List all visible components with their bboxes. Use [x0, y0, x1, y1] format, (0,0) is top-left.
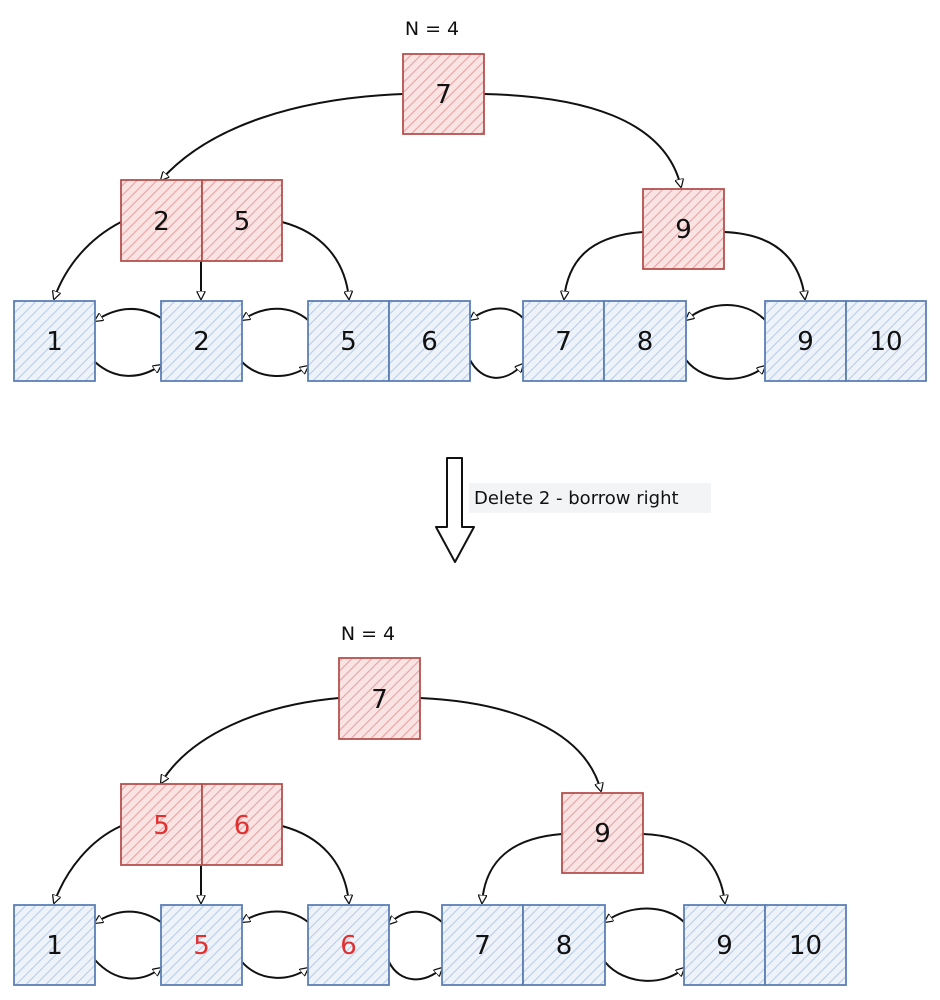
root-key-cell [338, 657, 421, 740]
internal-key-text: 2 [153, 207, 170, 237]
root-node: 7 [338, 657, 421, 740]
leaf-key-text: 9 [716, 931, 733, 961]
leaf-key-cell [845, 300, 927, 382]
root-key-text: 7 [371, 685, 388, 715]
leaf-key-cell [764, 300, 847, 382]
link-leaf1-to-leaf2 [94, 959, 161, 980]
link-leaf2-to-leaf1 [95, 910, 162, 923]
internal-key-cell [120, 179, 203, 262]
link-leaf1-to-leaf2 [94, 361, 161, 377]
leaf-key-cell [160, 300, 243, 382]
link-leaf5-to-leaf4 [686, 304, 766, 320]
leaf-node-4: 7 8 [522, 300, 687, 382]
leaf-key-text-highlighted: 5 [193, 931, 210, 961]
leaf-key-text: 5 [340, 327, 357, 357]
link-leaf3-to-leaf4 [469, 359, 523, 379]
operation-label-background [469, 483, 711, 513]
internal-key-text: 9 [594, 819, 611, 849]
leaf-node-5: 9 10 [764, 300, 927, 382]
leaf-node-2: 5 [160, 904, 243, 986]
edge-root-to-left-internal [161, 93, 404, 180]
edge-root-to-right-internal [483, 93, 681, 187]
edge-internal-9-to-leaf-7-8 [482, 833, 563, 903]
leaf-key-cell [13, 300, 96, 382]
internal-key-cell [642, 188, 725, 270]
link-leaf5-to-leaf4 [605, 907, 685, 923]
root-key-text: 7 [435, 80, 452, 110]
leaf-key-cell [683, 904, 766, 986]
edge-internal-9-to-leaf-9-10 [723, 231, 805, 299]
after-tree: N = 4 7 5 6 9 [13, 623, 847, 986]
edge-internal-9-to-leaf-7-8 [564, 231, 644, 299]
link-leaf2-to-leaf1 [95, 307, 162, 321]
link-leaf4-to-leaf5 [685, 359, 765, 380]
operation-indicator: Delete 2 - borrow right [435, 457, 711, 563]
edge-internal-5-to-leaf-5-6 [281, 221, 349, 299]
leaf-node-5: 9 10 [683, 904, 847, 986]
link-leaf2-to-leaf3 [241, 961, 308, 979]
edge-internal-6-to-leaf-6 [281, 825, 349, 903]
leaf-key-cell [388, 300, 471, 382]
edge-internal-9-to-leaf-9-10 [642, 833, 725, 903]
link-leaf2-to-leaf3 [241, 361, 308, 378]
internal-key-text-highlighted: 5 [153, 811, 170, 841]
leaf-node-1: 1 [13, 904, 96, 986]
internal-key-cell [561, 792, 644, 874]
internal-key-text-highlighted: 6 [234, 811, 251, 841]
leaf-key-cell [522, 904, 606, 986]
leaf-key-text: 1 [46, 327, 63, 357]
link-leaf4-to-leaf5 [604, 961, 684, 982]
leaf-node-3: 6 [307, 904, 390, 986]
link-leaf3-to-leaf4 [388, 961, 442, 981]
edge-internal-5-to-leaf-1 [54, 825, 122, 903]
leaf-key-text: 2 [193, 327, 210, 357]
down-arrow-icon [435, 457, 475, 563]
operation-label: Delete 2 - borrow right [474, 488, 679, 509]
link-leaf4-to-leaf3 [470, 307, 524, 320]
link-leaf3-to-leaf2 [242, 910, 309, 923]
leaf-key-cell [160, 904, 243, 986]
leaf-key-cell [441, 904, 524, 986]
edge-root-to-right-internal [419, 697, 601, 791]
leaf-node-4: 7 8 [441, 904, 606, 986]
root-key-cell [402, 53, 485, 135]
internal-node-right: 9 [642, 188, 725, 270]
leaf-key-cell [522, 300, 605, 382]
leaf-key-cell [764, 904, 847, 986]
leaf-key-cell [307, 904, 390, 986]
leaf-key-text: 8 [637, 327, 654, 357]
leaf-node-2: 2 [160, 300, 243, 382]
internal-key-cell [201, 783, 283, 866]
leaf-key-text: 1 [46, 931, 63, 961]
edge-root-to-left-internal [161, 697, 340, 783]
leaf-key-text: 7 [555, 327, 572, 357]
internal-key-text: 9 [675, 215, 692, 245]
before-n-label: N = 4 [405, 18, 459, 40]
link-leaf4-to-leaf3 [389, 910, 443, 924]
leaf-key-text: 7 [474, 931, 491, 961]
leaf-node-1: 1 [13, 300, 96, 382]
internal-key-text: 5 [234, 207, 251, 237]
internal-key-cell [201, 179, 283, 262]
leaf-key-text: 8 [556, 931, 573, 961]
leaf-key-text: 6 [421, 327, 438, 357]
after-n-label: N = 4 [341, 623, 395, 645]
root-node: 7 [402, 53, 485, 135]
leaf-key-text: 10 [789, 931, 822, 961]
leaf-key-text: 10 [869, 327, 902, 357]
leaf-key-text: 9 [797, 327, 814, 357]
internal-node-right: 9 [561, 792, 644, 874]
internal-node-left: 5 6 [120, 783, 283, 866]
leaf-node-3: 5 6 [307, 300, 471, 382]
leaf-key-cell [603, 300, 687, 382]
leaf-key-cell [13, 904, 96, 986]
internal-node-left: 2 5 [120, 179, 283, 262]
before-tree: N = 4 7 2 5 9 [13, 18, 927, 382]
edge-internal-2-to-leaf-1 [54, 221, 122, 299]
link-leaf3-to-leaf2 [242, 307, 309, 320]
leaf-key-text-highlighted: 6 [340, 931, 357, 961]
